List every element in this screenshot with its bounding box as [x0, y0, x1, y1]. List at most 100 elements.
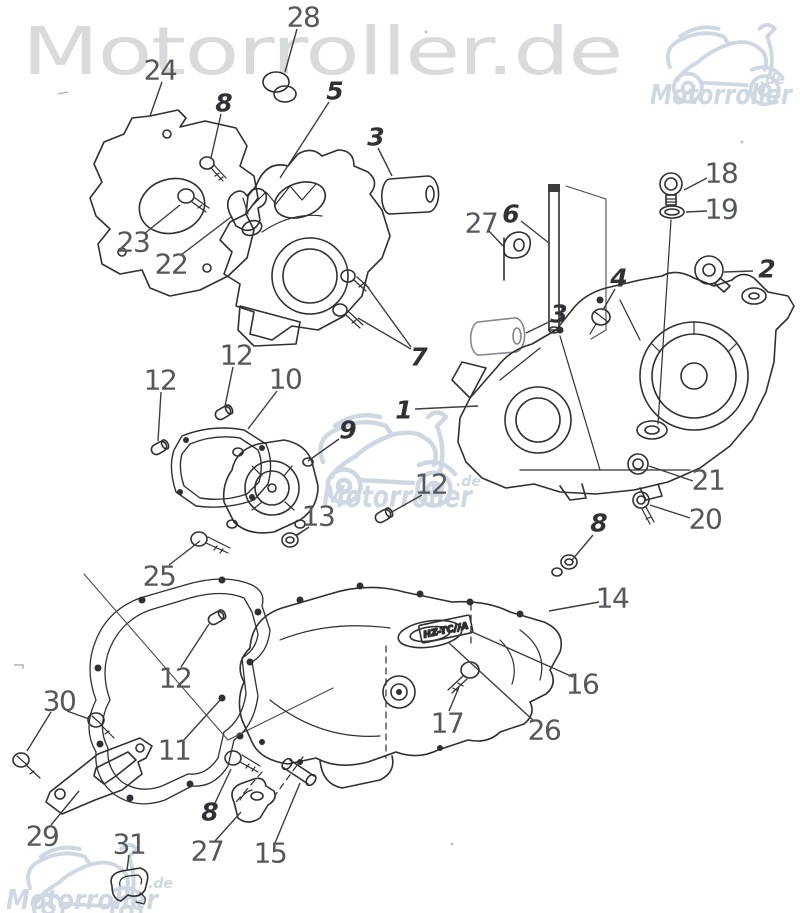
leader-line-16: [469, 630, 574, 678]
callout-27-bottom: 27: [191, 835, 224, 868]
watermark-de-center: .de: [456, 474, 481, 490]
leader-line-19: [685, 210, 708, 213]
part-28-screw: [262, 71, 297, 103]
leader-line-3-top: [377, 147, 393, 177]
part-11-gasket: [83, 573, 334, 805]
callout-10: 10: [269, 363, 302, 396]
callout-22: 22: [155, 248, 188, 281]
watermark-de-bottom-left: .de: [148, 876, 173, 892]
part-9-pump-cover: [222, 439, 319, 534]
leader-line-14: [548, 601, 600, 612]
callout-23: 23: [117, 226, 150, 259]
callout-28: 28: [287, 1, 320, 34]
watermark-layer: Motorroller.de .de Motorroller .de Motor…: [6, 13, 794, 913]
callout-4: 4: [609, 264, 627, 293]
callout-18: 18: [705, 157, 738, 190]
leader-line-23: [143, 204, 181, 235]
leader-line-12-a: [157, 391, 162, 442]
leader-line-10: [247, 390, 278, 430]
part-29-bracket: [45, 737, 153, 815]
part-19-oring: [657, 205, 685, 425]
part-15-pin: [275, 756, 317, 795]
part-31-clamp: [110, 867, 149, 905]
callout-3-mid: 3: [550, 300, 567, 329]
callout-20: 20: [689, 503, 722, 536]
leader-line-30: [66, 710, 90, 720]
leader-line-5: [279, 101, 330, 179]
callout-13: 13: [302, 500, 335, 533]
part-22-fork: [226, 187, 268, 232]
callout-26: 26: [528, 714, 561, 747]
part-10-gasket: [170, 427, 272, 508]
callout-19: 19: [705, 193, 738, 226]
callout-15: 15: [254, 837, 287, 870]
callout-27-top: 27: [465, 207, 498, 240]
part-30-screws: [12, 712, 115, 779]
callout-12-d: 12: [159, 662, 192, 695]
part-8-bolt-top: [199, 156, 227, 182]
callout-21: 21: [692, 464, 725, 497]
callout-8-bottom: 8: [201, 798, 218, 827]
leader-lines-layer: [26, 28, 754, 871]
leader-line-18: [683, 177, 708, 191]
part-27-bracket-top: [503, 231, 532, 281]
part-23-screw: [177, 188, 210, 213]
leader-line-31: [126, 854, 130, 871]
watermark-logo-text-center: Motorroller: [322, 480, 474, 515]
drawing-layer: HZ-TC//A: [12, 71, 795, 905]
watermark-de-top-right: .de: [760, 72, 785, 88]
part-5-crankcase-cover: [219, 149, 391, 347]
part-14-kick-cover: [238, 582, 563, 789]
watermark-top-text: Motorroller.de: [22, 13, 622, 90]
callout-25: 25: [143, 560, 176, 593]
callout-12-c: 12: [415, 468, 448, 501]
leader-line-3-mid: [525, 320, 552, 334]
leader-line-21: [648, 465, 694, 482]
leader-line-6: [520, 220, 550, 244]
callout-12-b: 12: [220, 339, 253, 372]
part-8-bolt-mid: [551, 554, 578, 577]
callout-1: 1: [395, 396, 412, 425]
part-7-bolts: [332, 269, 370, 329]
leader-line-12-d: [180, 623, 210, 668]
part-16-label-plate: HZ-TC//A: [418, 614, 474, 644]
leader-line-9: [307, 438, 340, 462]
callout-16: 16: [566, 668, 599, 701]
callout-8-mid: 8: [590, 509, 607, 538]
part-27-bracket-bottom: [231, 777, 276, 823]
callout-7: 7: [410, 343, 428, 372]
leader-line-7: [357, 317, 412, 350]
part-4-bolt: [589, 308, 611, 335]
leader-line-27-bottom: [214, 811, 242, 842]
part-12-bushings: [150, 404, 394, 626]
leader-line-12-c: [389, 494, 423, 514]
part-3-rubber-mount-top: [380, 175, 440, 215]
leader-line-2: [723, 270, 754, 273]
callout-14: 14: [596, 582, 629, 615]
leader-line-4: [602, 288, 616, 311]
watermark-logo-text-top-right: Motorroller: [650, 78, 794, 111]
part-2-plug: [694, 255, 731, 293]
leader-line-13: [295, 526, 310, 537]
watermark-logo-text-bottom-left: Motorroller: [6, 883, 160, 913]
callout-2: 2: [758, 255, 775, 284]
leader-line-8-mid: [571, 534, 594, 561]
leader-line-27-top: [488, 230, 504, 247]
part-24-gasket: [89, 109, 259, 297]
callout-3-top: 3: [367, 123, 384, 152]
part-20-bolt: [632, 491, 655, 525]
callout-17: 17: [431, 707, 464, 740]
leader-line-17: [448, 686, 460, 712]
callout-6: 6: [502, 200, 519, 229]
callout-31: 31: [113, 828, 146, 861]
leader-line-30: [26, 711, 52, 752]
part-8-bolt-bottom: [224, 750, 263, 803]
leader-line-29: [50, 790, 80, 826]
leader-line-8-bottom: [214, 768, 232, 804]
part-1-crankcase: [451, 271, 795, 501]
leader-line-25: [168, 540, 201, 566]
leader-line-26: [448, 642, 535, 722]
